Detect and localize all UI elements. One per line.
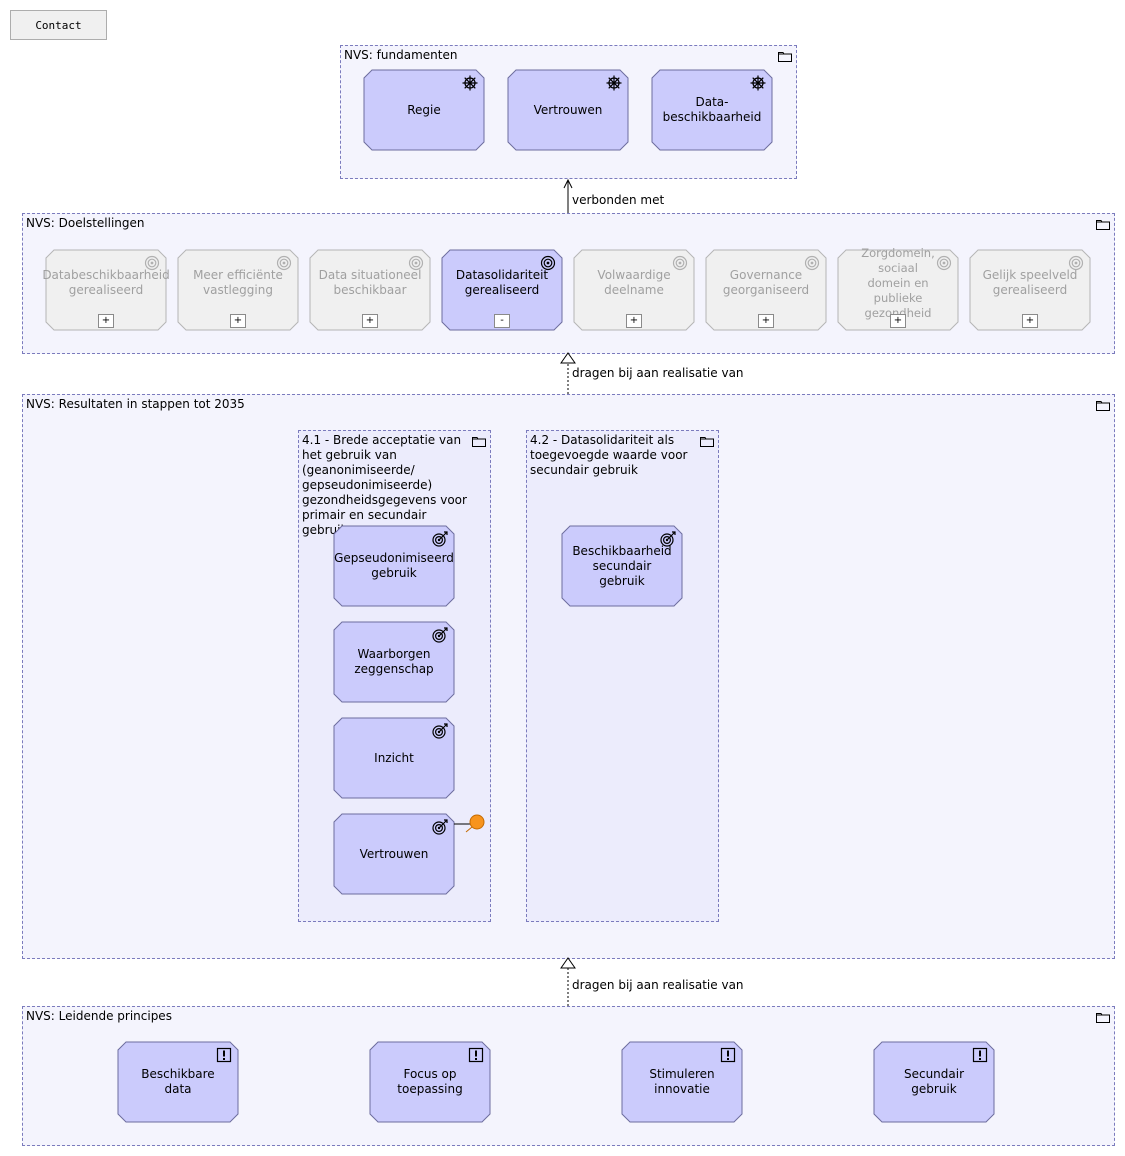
node-label: Vertrouwen: [533, 102, 603, 117]
node-label: Beschikbaarheid secundair gebruik: [572, 543, 672, 588]
node-label: Gelijk speelveld gerealiseerd: [982, 268, 1078, 297]
collapse-toggle[interactable]: -: [494, 314, 510, 328]
principle-exclamation-icon: [468, 1047, 484, 1063]
outcome-target-arrow-icon: [432, 531, 448, 547]
expand-toggle[interactable]: +: [1022, 314, 1038, 328]
principle-exclamation-icon: [720, 1047, 736, 1063]
node-label: Regie: [407, 102, 441, 117]
goal-target-icon: [408, 255, 424, 271]
goal-target-icon: [276, 255, 292, 271]
connector-verbonden-arrow: [563, 178, 573, 189]
node-label: Data situationeel beschikbaar: [318, 268, 422, 297]
node-label: Volwaardige deelname: [597, 268, 671, 297]
node-label: Meer efficiënte vastlegging: [193, 268, 283, 297]
node-label: Secundair gebruik: [903, 1067, 965, 1096]
node-label: Zorgdomein, sociaal domein en publieke g…: [861, 245, 935, 320]
group-4-1-label: 4.1 - Brede acceptatie van het gebruik v…: [302, 433, 467, 537]
group-4-2[interactable]: 4.2 - Datasolidariteit als toegevoegde w…: [526, 430, 719, 922]
contact-button[interactable]: Contact: [10, 10, 107, 40]
outcome-node-inzicht[interactable]: Inzicht: [333, 717, 455, 799]
connector-label-verbonden: verbonden met: [572, 193, 665, 207]
node-label: Stimuleren innovatie: [649, 1067, 715, 1096]
node-label: Waarborgen zeggenschap: [354, 647, 434, 676]
goal-node-efficiente-vastlegging[interactable]: Meer efficiënte vastlegging +: [177, 249, 299, 331]
node-label: Databeschikbaarheid gerealiseerd: [42, 268, 170, 297]
principle-node-beschikbare-data[interactable]: Beschikbare data: [117, 1041, 239, 1123]
principle-node-focus-op-toepassing[interactable]: Focus op toepassing: [369, 1041, 491, 1123]
outcome-target-arrow-icon: [432, 819, 448, 835]
driver-node-regie[interactable]: Regie: [363, 69, 485, 151]
expand-toggle[interactable]: +: [758, 314, 774, 328]
node-label: Vertrouwen: [359, 846, 429, 861]
node-label: Datasolidariteit gerealiseerd: [455, 268, 549, 297]
node-label: Gepseudonimiseerd gebruik: [334, 551, 454, 580]
folder-icon: [1096, 220, 1110, 230]
goal-target-icon: [540, 255, 556, 271]
goal-node-zorgdomein[interactable]: Zorgdomein, sociaal domein en publieke g…: [837, 245, 959, 331]
outcome-target-arrow-icon: [432, 627, 448, 643]
goal-target-icon: [1068, 255, 1084, 271]
outcome-node-beschikbaarheid-secundair[interactable]: Beschikbaarheid secundair gebruik: [561, 525, 683, 607]
outcome-node-waarborgen-zeggenschap[interactable]: Waarborgen zeggenschap: [333, 621, 455, 703]
folder-icon: [778, 52, 792, 62]
expand-toggle[interactable]: +: [230, 314, 246, 328]
goal-node-governance[interactable]: Governance georganiseerd +: [705, 249, 827, 331]
principle-exclamation-icon: [972, 1047, 988, 1063]
goal-node-datasolidariteit[interactable]: Datasolidariteit gerealiseerd -: [441, 249, 563, 331]
goal-node-databeschikbaarheid[interactable]: Databeschikbaarheid gerealiseerd +: [42, 249, 170, 331]
connector-label-dragen-2: dragen bij aan realisatie van: [572, 978, 744, 992]
outcome-node-vertrouwen[interactable]: Vertrouwen: [333, 813, 455, 895]
expand-toggle[interactable]: +: [98, 314, 114, 328]
folder-icon: [1096, 401, 1110, 411]
driver-wheel-icon: [462, 75, 478, 91]
goal-node-gelijk-speelveld[interactable]: Gelijk speelveld gerealiseerd +: [969, 249, 1091, 331]
goal-target-icon: [144, 255, 160, 271]
driver-node-databeschikbaarheid[interactable]: Data- beschikbaarheid: [651, 69, 773, 151]
group-fundamenten-label: NVS: fundamenten: [344, 48, 458, 62]
folder-icon: [1096, 1013, 1110, 1023]
group-principes-label: NVS: Leidende principes: [26, 1009, 172, 1023]
goal-target-icon: [804, 255, 820, 271]
goal-target-icon: [672, 255, 688, 271]
group-4-2-label: 4.2 - Datasolidariteit als toegevoegde w…: [530, 433, 688, 477]
node-label: Governance georganiseerd: [722, 268, 810, 297]
expand-toggle[interactable]: +: [362, 314, 378, 328]
group-doelstellingen-label: NVS: Doelstellingen: [26, 216, 145, 230]
expand-toggle[interactable]: +: [626, 314, 642, 328]
node-label: Data- beschikbaarheid: [662, 95, 762, 124]
goal-node-data-situationeel[interactable]: Data situationeel beschikbaar +: [309, 249, 431, 331]
driver-node-vertrouwen[interactable]: Vertrouwen: [507, 69, 629, 151]
driver-wheel-icon: [750, 75, 766, 91]
principle-exclamation-icon: [216, 1047, 232, 1063]
group-4-1[interactable]: 4.1 - Brede acceptatie van het gebruik v…: [298, 430, 491, 922]
outcome-target-arrow-icon: [432, 723, 448, 739]
expand-toggle[interactable]: +: [890, 314, 906, 328]
node-label: Beschikbare data: [141, 1067, 215, 1096]
folder-icon: [700, 437, 714, 447]
principle-node-stimuleren-innovatie[interactable]: Stimuleren innovatie: [621, 1041, 743, 1123]
connector-dragen-1-arrow: [560, 352, 576, 364]
connector-label-dragen-1: dragen bij aan realisatie van: [572, 366, 744, 380]
goal-target-icon: [936, 255, 952, 271]
driver-wheel-icon: [606, 75, 622, 91]
node-label: Inzicht: [374, 750, 414, 765]
group-resultaten-label: NVS: Resultaten in stappen tot 2035: [26, 397, 245, 411]
node-label: Focus op toepassing: [397, 1067, 463, 1096]
outcome-target-arrow-icon: [660, 531, 676, 547]
goal-node-volwaardige-deelname[interactable]: Volwaardige deelname +: [573, 249, 695, 331]
folder-icon: [472, 437, 486, 447]
connector-dragen-2-arrow: [560, 957, 576, 969]
principle-node-secundair-gebruik[interactable]: Secundair gebruik: [873, 1041, 995, 1123]
outcome-node-gepseudonimiseerd[interactable]: Gepseudonimiseerd gebruik: [333, 525, 455, 607]
